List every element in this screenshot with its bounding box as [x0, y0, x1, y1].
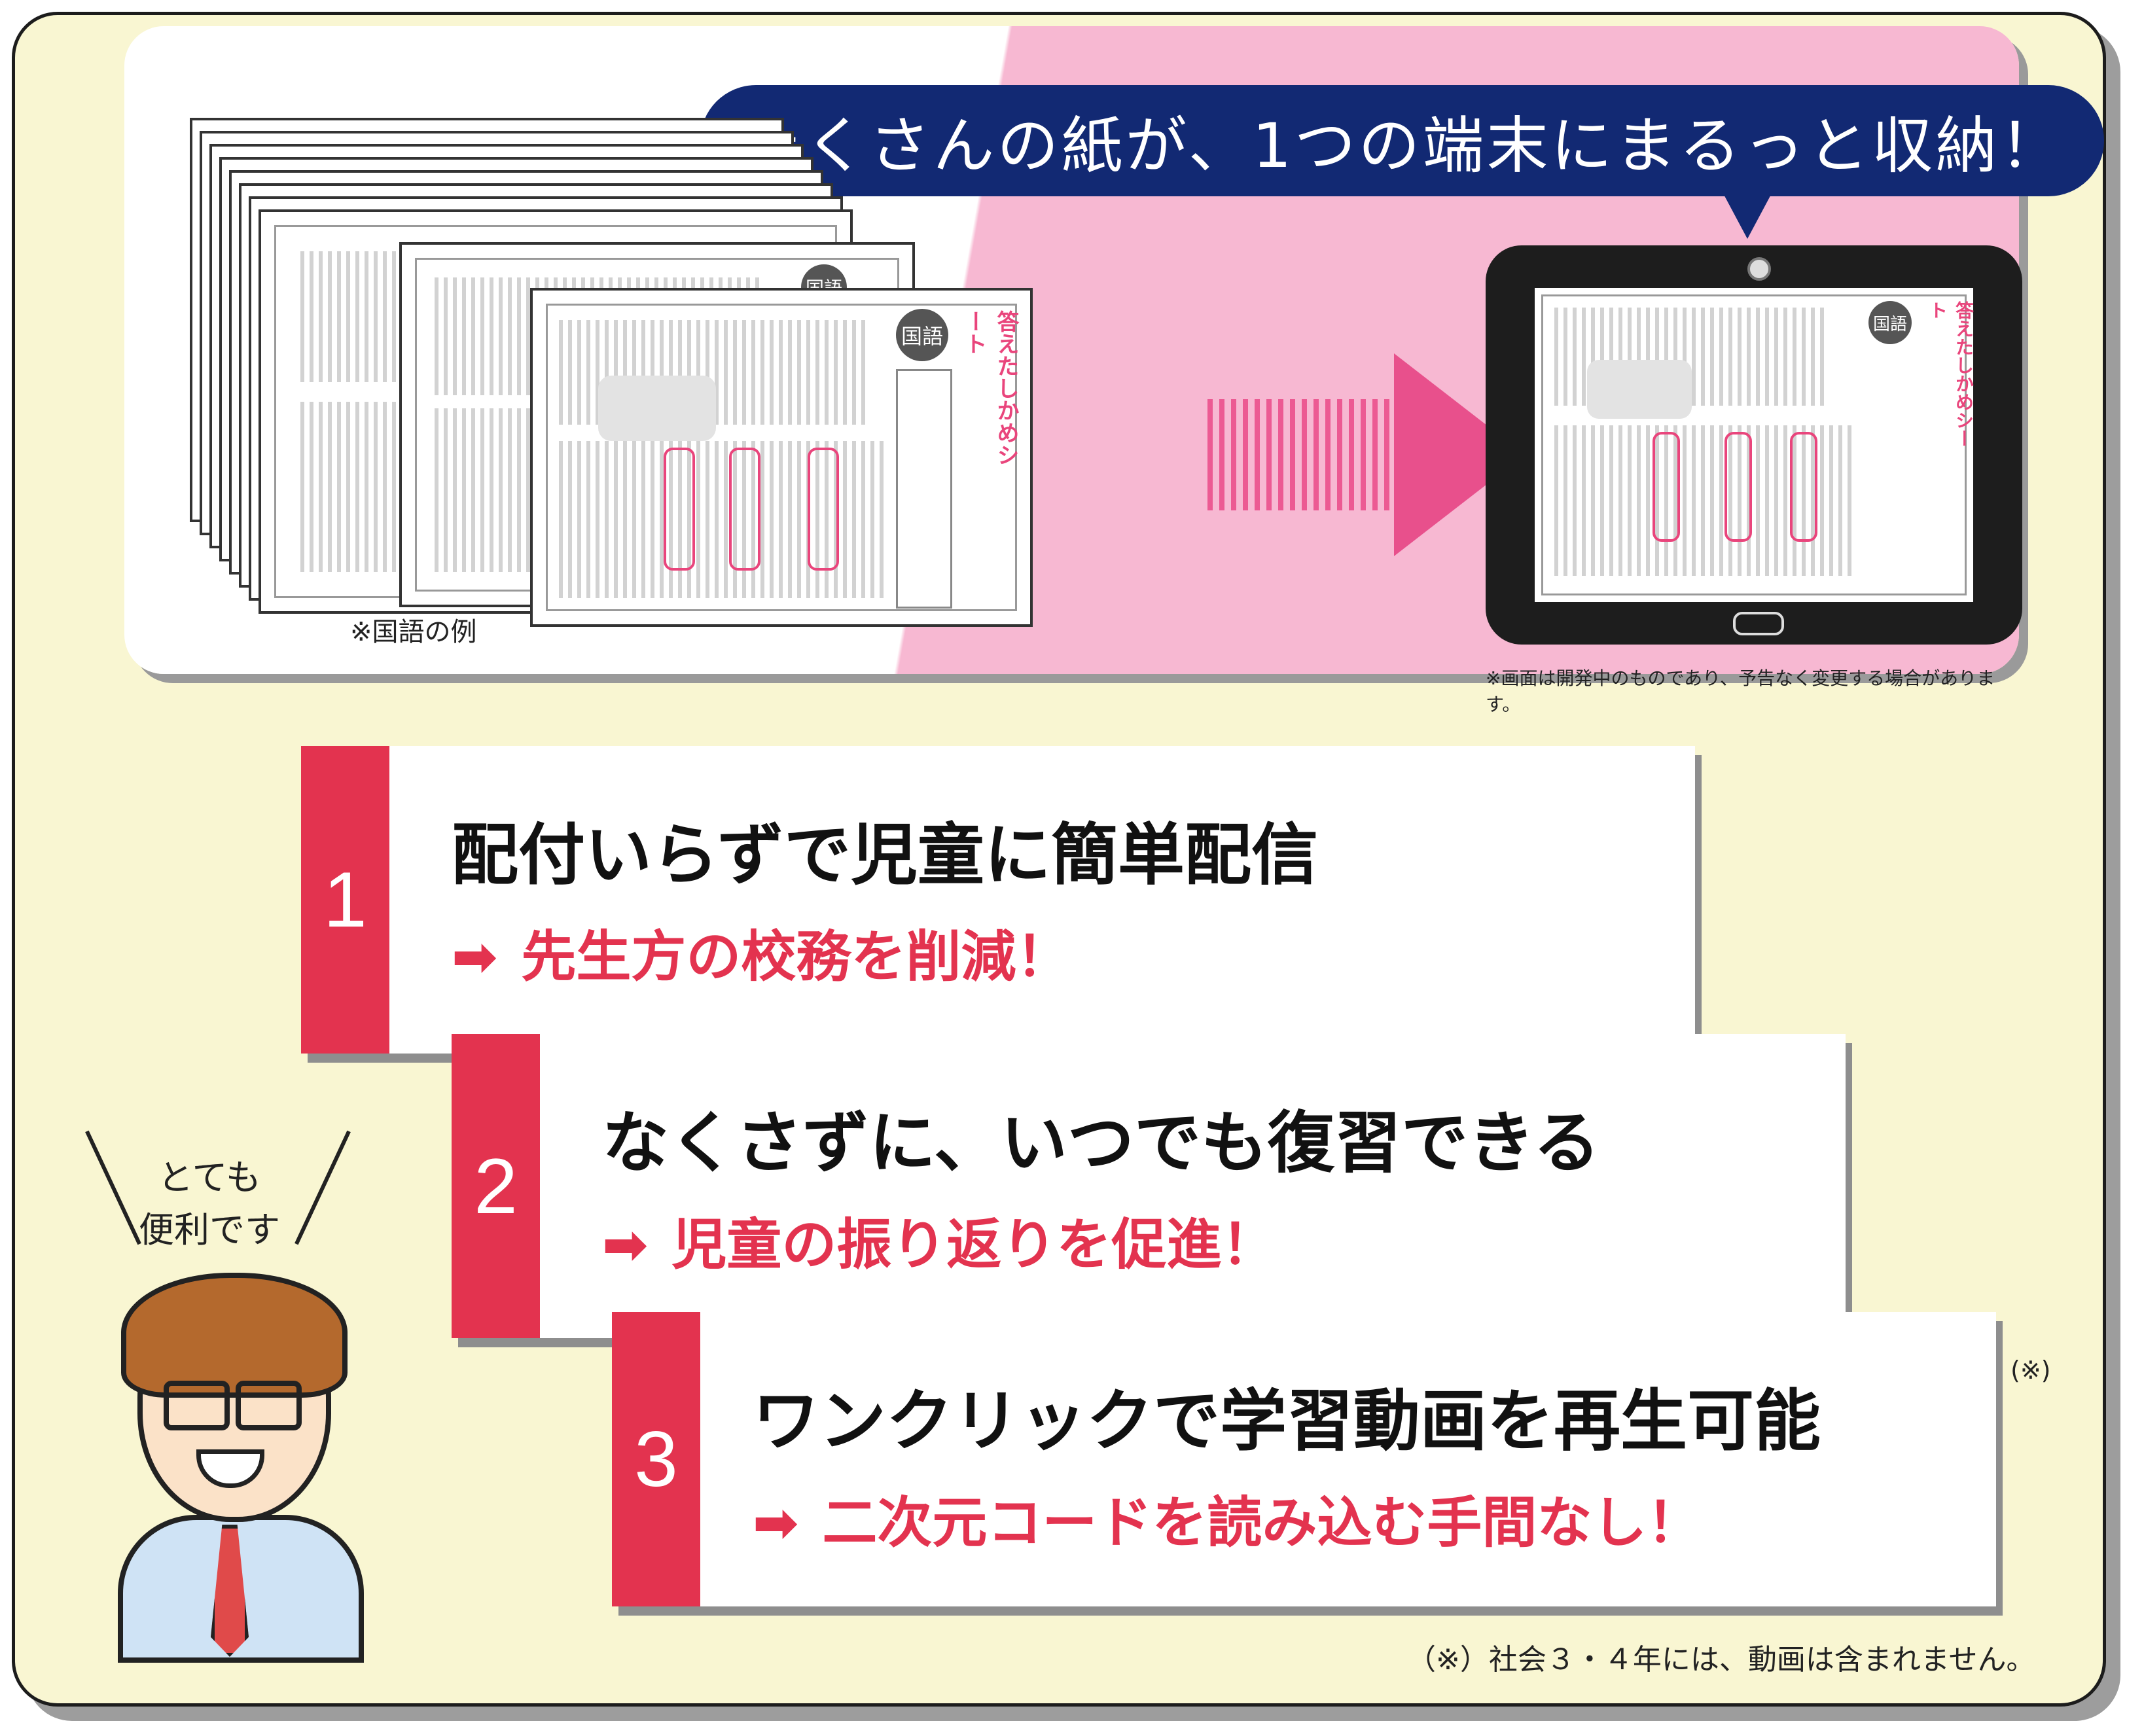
kokugo-badge: 国語: [1868, 301, 1912, 344]
tablet-screen: 国語 答えたしかめシート: [1535, 288, 1974, 602]
feature-number: 3: [612, 1312, 700, 1606]
footnote: （※）社会３・４年には、動画は含まれません。: [1407, 1643, 2035, 1676]
feature-title: なくさずに、いつでも復習できる: [602, 1105, 1600, 1182]
feature-subtitle: ➡先生方の校務を削減！: [452, 925, 1071, 989]
feature-number: 1: [301, 746, 389, 1054]
glasses-icon: [164, 1381, 230, 1430]
speech-bubble-tail: [1721, 190, 1774, 239]
top-illustration-panel: たくさんの紙が、1つの端末にまるっと収納！ 国語: [124, 26, 2104, 715]
teacher-hair: [121, 1273, 348, 1398]
speech-bubble: たくさんの紙が、1つの端末にまるっと収納！: [700, 85, 2104, 196]
note-example: ※国語の例: [350, 617, 477, 647]
sheet-title: 答えたしかめシート: [1927, 301, 1974, 448]
feature-subtitle: ➡二次元コードを読み込む手間なし！: [753, 1491, 1702, 1555]
feature-subtitle: ➡児童の振り返りを促進！: [602, 1213, 1277, 1277]
arrow-stripes: [1207, 399, 1391, 510]
teacher-speech: とても 便利です: [139, 1157, 280, 1250]
camera-icon: [1747, 257, 1771, 281]
feature-banner-2: 2 なくさずに、いつでも復習できる ➡児童の振り返りを促進！: [452, 1034, 1846, 1338]
bubble-text: たくさんの紙が、1つの端末にまるっと収納！: [740, 111, 2064, 182]
feature-banner-1: 1 配付いらずで児童に簡単配信 ➡先生方の校務を削減！: [301, 746, 1695, 1054]
tablet: 国語 答えたしかめシート: [1486, 245, 2022, 645]
kokugo-badge: 国語: [896, 309, 948, 361]
paper-sheet-front: 国語 答えたしかめシート: [530, 288, 1033, 627]
illustration-placeholder: [1587, 360, 1692, 419]
arrow-right-icon: ➡: [602, 1213, 649, 1277]
feature-title: ワンクリックで学習動画を再生可能: [753, 1383, 1821, 1461]
arrow-right-icon: ➡: [452, 925, 498, 989]
feature-banner-3: 3 ワンクリックで学習動画を再生可能 ➡二次元コードを読み込む手間なし！: [612, 1312, 1996, 1606]
sheet-title: 答えたしかめシート: [961, 310, 1019, 466]
home-button[interactable]: [1733, 612, 1784, 635]
feature-number: 2: [452, 1034, 540, 1338]
feature-title: 配付いらずで児童に簡単配信: [452, 817, 1318, 895]
glasses-icon: [236, 1381, 302, 1430]
illustration-placeholder: [598, 376, 716, 441]
footnote-mark: (※): [2010, 1356, 2051, 1385]
arrow-right-icon: ➡: [753, 1491, 799, 1555]
note-screen: ※画面は開発中のものであり、予告なく変更する場合があります。: [1486, 667, 1995, 715]
